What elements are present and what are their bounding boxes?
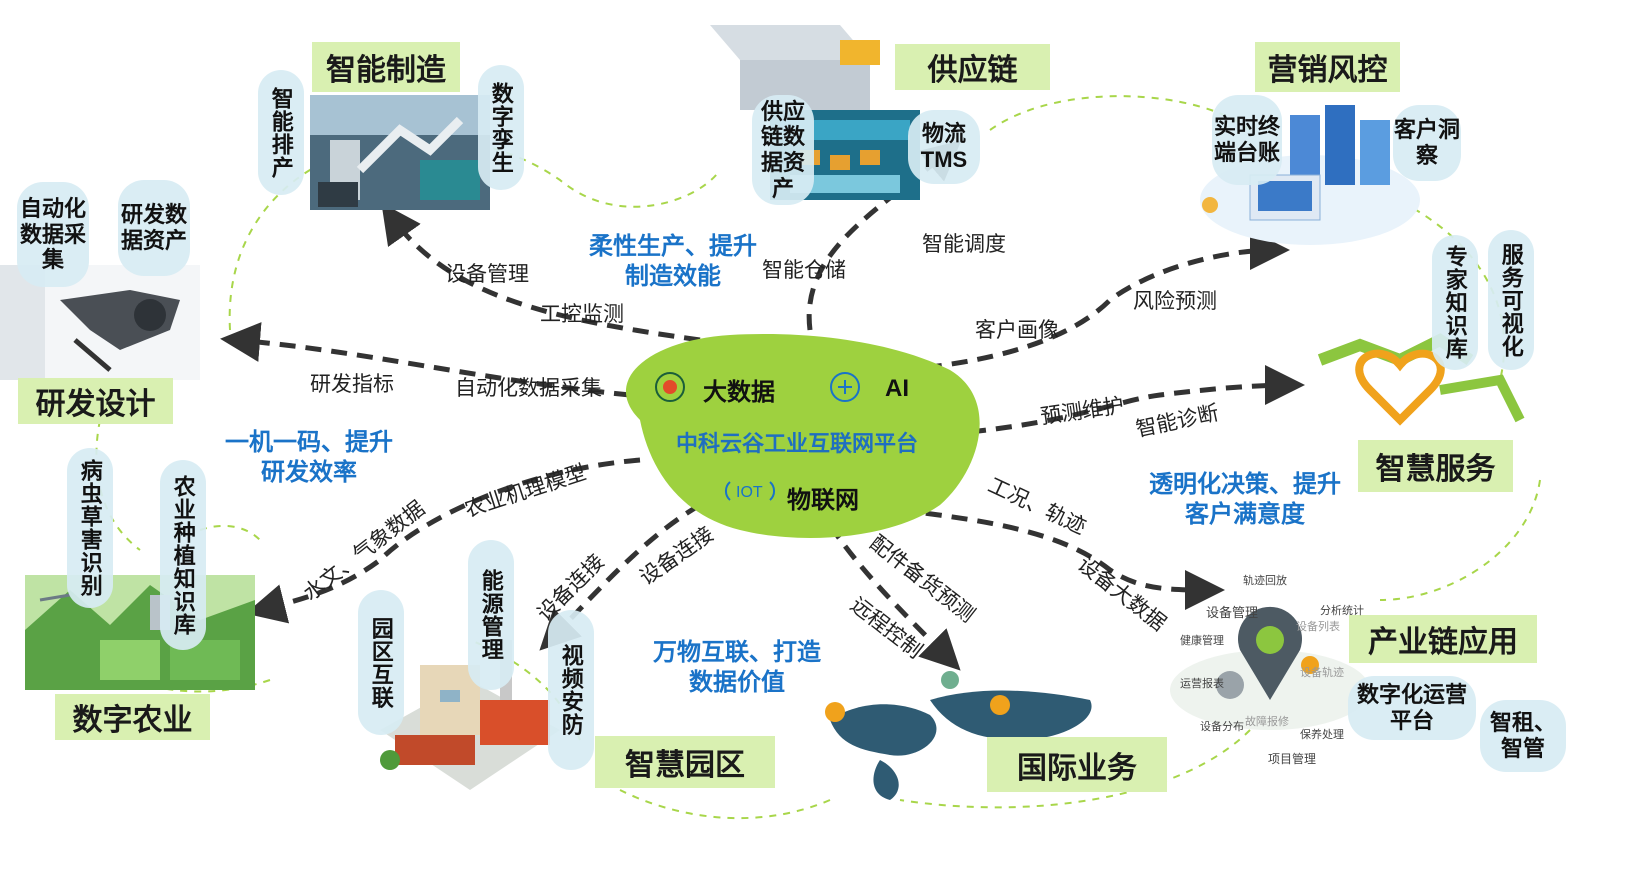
- label-auto-data-collect: 自动化数据采集: [455, 377, 602, 400]
- panel-item: 运营报表: [1180, 678, 1224, 690]
- bubble-pest-recognition: 病虫草害识别: [67, 448, 113, 608]
- bubble-rd-data-assets: 研发数据资产: [118, 180, 190, 276]
- cad-model-image: [0, 265, 200, 380]
- box-smart-manufacturing: 智能制造: [312, 42, 460, 92]
- bubble-auto-collection: 自动化数据采集: [17, 182, 89, 287]
- bubble-service-visual: 服务可视化: [1488, 230, 1534, 370]
- bubble-planting-kb: 农业种植知识库: [160, 460, 206, 650]
- platform-panel-image: [1170, 606, 1370, 730]
- iot-signal-icon: IOT: [724, 481, 776, 501]
- box-smart-park: 智慧园区: [595, 736, 775, 788]
- bubble-digital-twin: 数字孪生: [478, 65, 524, 190]
- panel-item: 健康管理: [1180, 635, 1224, 647]
- world-map-image: [825, 671, 1092, 800]
- box-international: 国际业务: [987, 737, 1167, 792]
- factory-robot-image: [310, 95, 490, 210]
- box-marketing-risk: 营销风控: [1255, 42, 1400, 92]
- label-customer-profile: 客户画像: [975, 319, 1059, 342]
- warehouse-image: [710, 25, 920, 200]
- box-industry-chain: 产业链应用: [1349, 615, 1537, 663]
- bubble-park-interconnect: 园区互联: [358, 590, 404, 735]
- bubble-expert-kb: 专家知识库: [1432, 235, 1478, 370]
- target-icon: [655, 372, 685, 402]
- box-digital-agriculture: 数字农业: [55, 694, 210, 740]
- label-equipment-mgmt: 设备管理: [445, 263, 529, 286]
- panel-item: 保养处理: [1300, 729, 1344, 741]
- box-smart-service: 智慧服务: [1358, 440, 1513, 492]
- bubble-smart-scheduling: 智能排产: [258, 70, 304, 195]
- bubble-digital-ops-platform: 数字化运营平台: [1348, 676, 1476, 740]
- label-rd-indicators: 研发指标: [310, 373, 394, 396]
- panel-item: 设备列表: [1296, 621, 1340, 633]
- ai-brain-icon: [830, 372, 860, 402]
- tech-bigdata: 大数据: [703, 379, 775, 406]
- tech-iot: 物联网: [787, 487, 859, 514]
- bubble-energy-mgmt: 能源管理: [468, 540, 514, 690]
- panel-item: 轨迹回放: [1243, 575, 1287, 587]
- label-risk-warning: 风险预测: [1133, 290, 1217, 313]
- slogan-iot-value: 万物互联、打造 数据价值: [653, 639, 821, 696]
- bubble-logistics-tms: 物流TMS: [908, 110, 980, 184]
- slogan-flexible: 柔性生产、提升 制造效能: [589, 233, 757, 290]
- flow-arrows: [220, 140, 1305, 671]
- slogan-transparent: 透明化决策、提升 客户满意度: [1149, 471, 1341, 528]
- svg-text:IOT: IOT: [736, 484, 763, 501]
- bubble-customer-insight: 客户洞察: [1393, 105, 1461, 181]
- panel-item: 分析统计: [1320, 605, 1364, 617]
- label-industrial-monitor: 工控监测: [540, 303, 624, 326]
- label-smart-dispatch: 智能调度: [922, 233, 1006, 256]
- center-blob: [625, 334, 980, 538]
- slogan-one-code: 一机一码、提升 研发效率: [225, 429, 393, 486]
- bubble-smart-rental: 智租、智管: [1480, 700, 1566, 772]
- panel-item: 设备分布: [1200, 721, 1244, 733]
- platform-title: 中科云谷工业互联网平台: [676, 431, 919, 456]
- panel-item: 设备管理: [1206, 605, 1259, 620]
- panel-item: 设备轨迹: [1300, 667, 1344, 679]
- panel-item: 故障报修: [1245, 716, 1289, 728]
- bubble-realtime-ledger: 实时终端台账: [1212, 95, 1282, 185]
- agriculture-image: [25, 575, 255, 690]
- bubble-supply-chain-assets: 供应链数据资产: [752, 95, 814, 205]
- label-smart-warehouse: 智能仓储: [762, 259, 846, 282]
- bubble-video-security: 视频安防: [548, 610, 594, 770]
- panel-item: 项目管理: [1268, 752, 1317, 766]
- box-rd-design: 研发设计: [18, 378, 173, 424]
- box-supply-chain: 供应链: [895, 44, 1050, 90]
- tech-ai: AI: [885, 375, 909, 402]
